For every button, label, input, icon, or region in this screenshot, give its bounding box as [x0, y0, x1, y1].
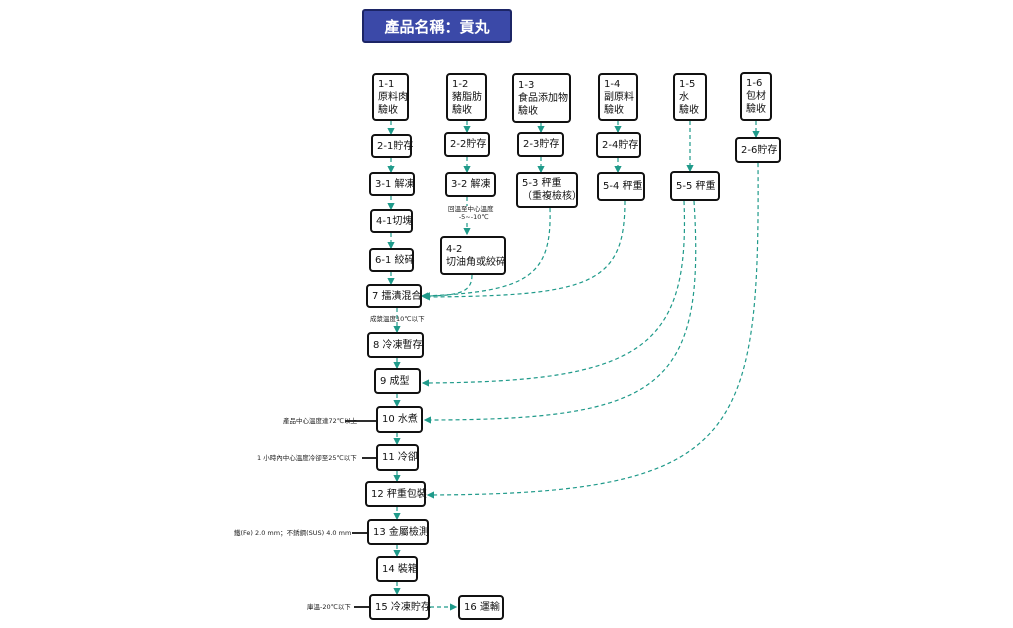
node-5-4: 5-4 秤重: [597, 172, 645, 201]
note-mix-temp: 成漿溫度10℃以下: [370, 315, 425, 323]
node-2-3: 2-3貯存: [517, 132, 564, 157]
node-4-1: 4-1切塊: [370, 209, 413, 233]
node-2-1: 2-1貯存: [371, 134, 413, 158]
node-5-5: 5-5 秤重: [670, 171, 720, 201]
note-metal: 鐵(Fe) 2.0 mm；不銹鋼(SUS) 4.0 mm: [234, 529, 352, 537]
arrow-5-3-to-7: [422, 207, 551, 300]
node-16: 16 運輸: [458, 595, 504, 620]
arrow-5-4-to-7: [422, 200, 626, 301]
node-12: 12 秤重包裝: [365, 481, 427, 507]
node-8: 8 冷凍暫存: [367, 332, 424, 358]
node-14: 14 裝箱: [376, 556, 418, 582]
node-2-4: 2-4貯存: [596, 132, 641, 158]
note-cool-temp: 1 小時內中心溫度冷卻至25℃以下: [257, 454, 357, 462]
note-boil-temp: 產品中心溫度達72℃以上: [283, 417, 358, 425]
node-2-6: 2-6貯存: [735, 137, 781, 163]
node-6-1: 6-1 絞碎: [369, 248, 415, 272]
page-title: 產品名稱：貢丸: [362, 9, 512, 43]
node-3-1: 3-1 解凍: [369, 172, 415, 196]
node-11: 11 冷卻: [376, 444, 419, 471]
node-9: 9 成型: [374, 368, 421, 394]
arrow-5-5-to-9: [421, 200, 686, 387]
node-5-3: 5-3 秤重（重複檢核）: [516, 172, 582, 208]
arrow-4-2-to-7: [420, 274, 473, 300]
arrow-5-5-to-10: [423, 200, 697, 424]
note-thaw-temp: 回溫至中心溫度-5~-10℃: [448, 205, 494, 221]
node-7: 7 擂潰混合: [366, 284, 422, 308]
note-store-temp: 庫溫-20℃以下: [307, 603, 351, 611]
node-10: 10 水煮: [376, 406, 423, 433]
node-13: 13 金屬檢測: [367, 519, 429, 545]
node-3-2: 3-2 解凍: [445, 172, 496, 197]
node-2-2: 2-2貯存: [444, 132, 490, 157]
node-15: 15 冷凍貯存: [369, 594, 431, 620]
